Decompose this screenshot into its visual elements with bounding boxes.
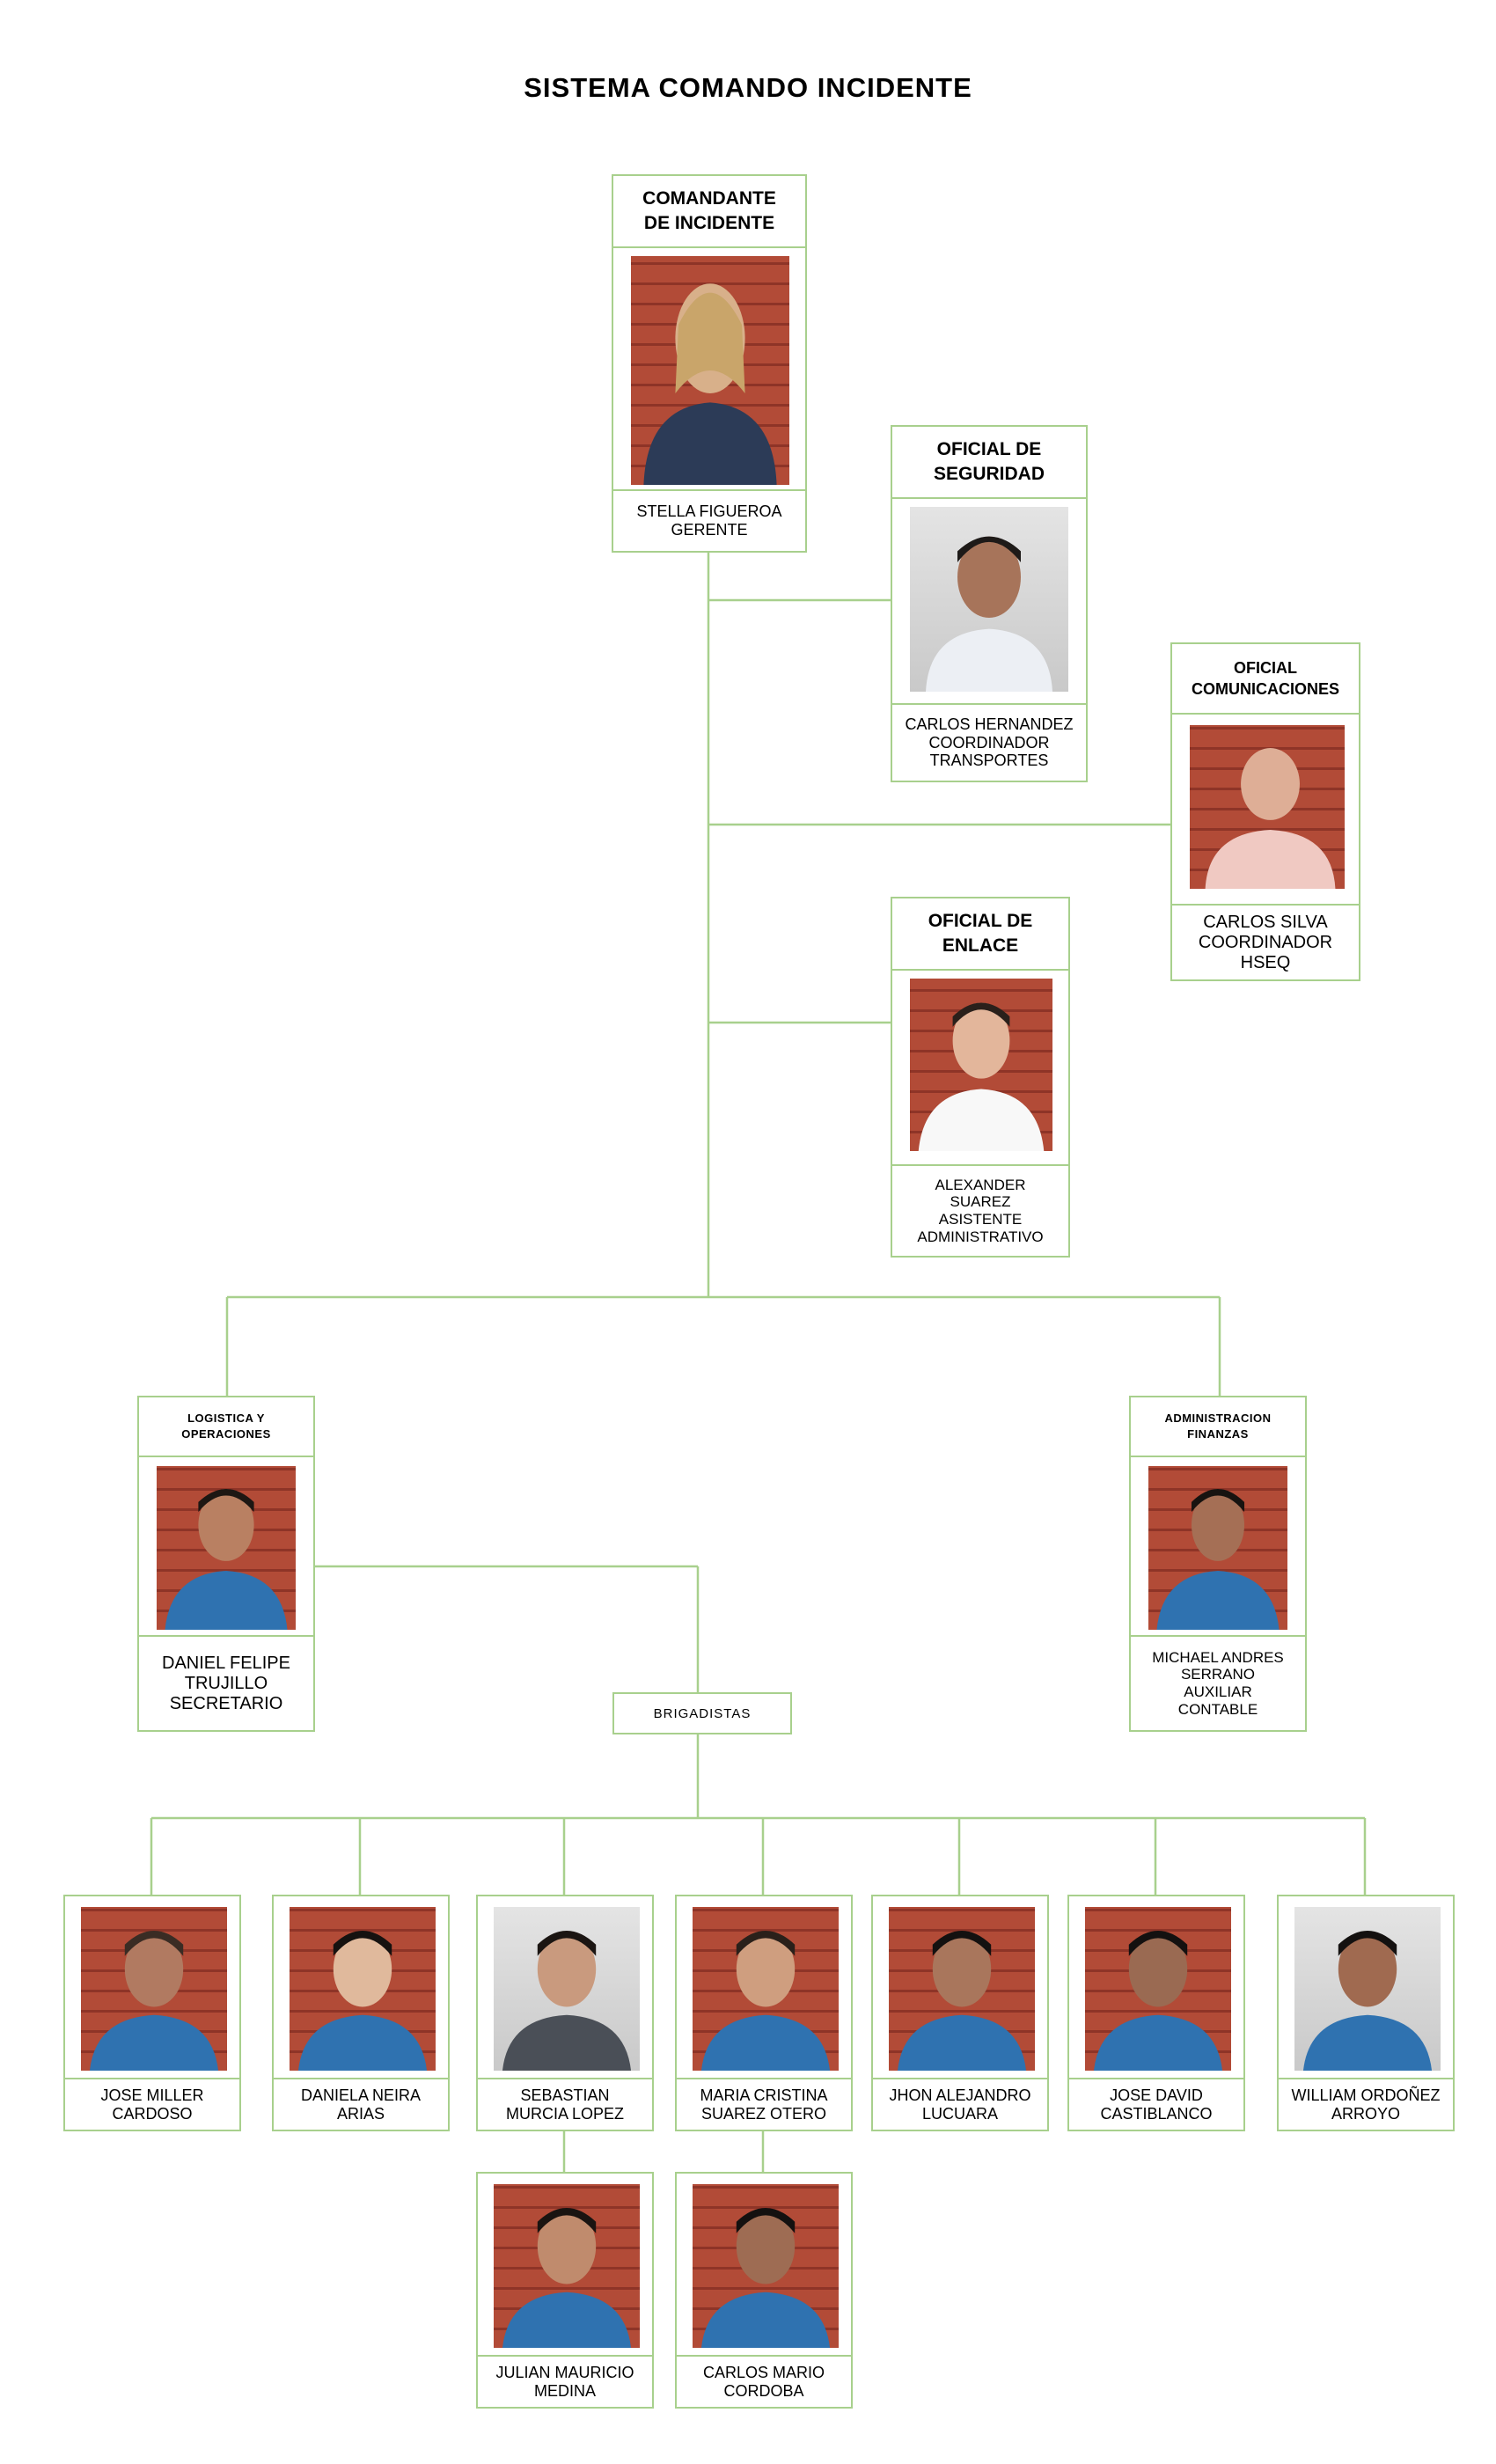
person-photo: [1190, 725, 1345, 889]
role-label: LOGISTICA Y OPERACIONES: [139, 1397, 313, 1457]
person-name: JOSE DAVID CASTIBLANCO: [1069, 2078, 1243, 2130]
person-name: CARLOS SILVA COORDINADOR HSEQ: [1172, 904, 1359, 979]
person-name: DANIEL FELIPE TRUJILLO SECRETARIO: [139, 1635, 313, 1730]
person-name: JULIAN MAURICIO MEDINA: [478, 2355, 652, 2407]
brigadista-card: DANIELA NEIRA ARIAS: [272, 1895, 450, 2131]
person-photo: [81, 1907, 227, 2071]
person-photo: [631, 256, 789, 485]
person-name: ALEXANDER SUAREZ ASISTENTE ADMINISTRATIV…: [892, 1164, 1068, 1256]
person-photo: [693, 2184, 839, 2348]
portrait-graphic: [502, 1930, 632, 2071]
portrait-graphic: [700, 2207, 831, 2348]
person-photo: [910, 979, 1052, 1151]
portrait-graphic: [700, 1930, 831, 2071]
portrait-graphic: [1093, 1930, 1223, 2071]
node-enlace: OFICIAL DE ENLACE ALEXANDER SUAREZ ASIST…: [891, 897, 1070, 1258]
role-label: OFICIAL COMUNICACIONES: [1172, 644, 1359, 715]
brigadista-card: SEBASTIAN MURCIA LOPEZ: [476, 1895, 654, 2131]
person-photo: [889, 1907, 1035, 2071]
person-name: SEBASTIAN MURCIA LOPEZ: [478, 2078, 652, 2130]
person-name: DANIELA NEIRA ARIAS: [274, 2078, 448, 2130]
person-photo: [1085, 1907, 1231, 2071]
node-logistica: LOGISTICA Y OPERACIONES DANIEL FELIPE TR…: [137, 1396, 315, 1732]
person-photo: [494, 2184, 640, 2348]
portrait-graphic: [897, 1930, 1027, 2071]
role-label: ADMINISTRACION FINANZAS: [1131, 1397, 1305, 1457]
node-comandante: COMANDANTE DE INCIDENTE STELLA FIGUEROA …: [612, 174, 807, 553]
role-label: OFICIAL DE SEGURIDAD: [892, 427, 1086, 499]
node-finanzas: ADMINISTRACION FINANZAS MICHAEL ANDRES S…: [1129, 1396, 1307, 1732]
node-comunicaciones: OFICIAL COMUNICACIONES CARLOS SILVA COOR…: [1170, 642, 1360, 981]
person-name: JOSE MILLER CARDOSO: [65, 2078, 239, 2130]
person-name: JHON ALEJANDRO LUCUARA: [873, 2078, 1047, 2130]
brigadistas-label: BRIGADISTAS: [612, 1692, 792, 1734]
person-photo: [157, 1466, 296, 1630]
brigadista-card: JOSE MILLER CARDOSO: [63, 1895, 241, 2131]
person-name: MICHAEL ANDRES SERRANO AUXILIAR CONTABLE: [1131, 1635, 1305, 1730]
person-photo: [494, 1907, 640, 2071]
role-label: COMANDANTE DE INCIDENTE: [613, 176, 805, 248]
brigadista-card: CARLOS MARIO CORDOBA: [675, 2172, 853, 2409]
portrait-graphic: [89, 1930, 219, 2071]
person-photo: [693, 1907, 839, 2071]
brigadista-card: JOSE DAVID CASTIBLANCO: [1067, 1895, 1245, 2131]
portrait-graphic: [502, 2207, 632, 2348]
portrait-graphic: [1302, 1930, 1433, 2071]
person-name: MARIA CRISTINA SUAREZ OTERO: [677, 2078, 851, 2130]
brigadista-card: JHON ALEJANDRO LUCUARA: [871, 1895, 1049, 2131]
person-name: STELLA FIGUEROA GERENTE: [613, 489, 805, 551]
person-name: WILLIAM ORDOÑEZ ARROYO: [1279, 2078, 1453, 2130]
node-seguridad: OFICIAL DE SEGURIDAD CARLOS HERNANDEZ CO…: [891, 425, 1088, 782]
person-photo: [1294, 1907, 1441, 2071]
person-photo: [1148, 1466, 1287, 1630]
brigadista-card: MARIA CRISTINA SUAREZ OTERO: [675, 1895, 853, 2131]
brigadista-card: WILLIAM ORDOÑEZ ARROYO: [1277, 1895, 1455, 2131]
person-photo: [910, 507, 1068, 692]
person-name: CARLOS HERNANDEZ COORDINADOR TRANSPORTES: [892, 703, 1086, 781]
chart-title: SISTEMA COMANDO INCIDENTE: [524, 72, 972, 103]
portrait-graphic: [297, 1930, 428, 2071]
person-name: CARLOS MARIO CORDOBA: [677, 2355, 851, 2407]
role-label: OFICIAL DE ENLACE: [892, 898, 1068, 971]
person-photo: [290, 1907, 436, 2071]
brigadista-card: JULIAN MAURICIO MEDINA: [476, 2172, 654, 2409]
